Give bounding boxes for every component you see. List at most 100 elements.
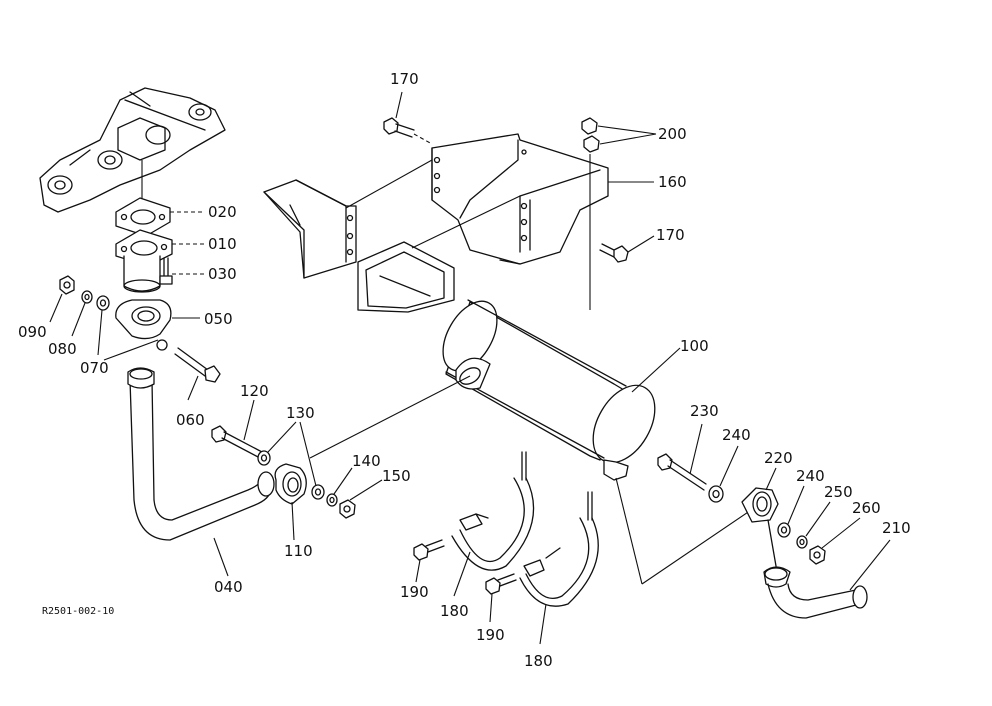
callout-070: 070 (80, 359, 109, 377)
washer-130a-hole (260, 454, 268, 462)
washer-070 (96, 295, 110, 311)
callout-220: 220 (764, 449, 793, 467)
leader-240a (719, 445, 739, 487)
nut-090 (59, 275, 75, 295)
bolt-230 (657, 453, 707, 491)
outlet-elbow-050 (115, 299, 172, 340)
leader-230 (689, 423, 703, 475)
dash-170a (413, 133, 433, 145)
washer-240b (777, 522, 791, 538)
nut-200b (583, 135, 600, 153)
leader-040 (213, 537, 229, 577)
diagram-code: R2501-002-10 (42, 606, 114, 617)
leader-240b (787, 485, 805, 525)
assembly-line-tail (615, 477, 643, 585)
bolt-170a (383, 117, 415, 138)
clamp-220 (741, 487, 779, 523)
callout-090: 090 (18, 323, 47, 341)
leader-080 (71, 302, 86, 337)
leader-140 (333, 467, 353, 495)
bolt-190a (413, 539, 445, 561)
exhaust-manifold (39, 87, 226, 213)
callout-190-a: 190 (400, 583, 429, 601)
nut-200a (581, 117, 598, 135)
leader-180b (539, 603, 547, 645)
washer-130a (257, 450, 271, 466)
leader-120 (243, 399, 255, 441)
bolt-120 (211, 425, 263, 459)
assembly-line-bracket-2 (411, 195, 521, 249)
leader-210 (849, 539, 891, 591)
leader-200a (597, 125, 657, 135)
callout-210: 210 (882, 519, 911, 537)
muffler-100 (442, 299, 656, 481)
bracket-left (263, 179, 357, 279)
clamp-110 (274, 463, 307, 505)
washer-240a (708, 485, 724, 503)
leader-170a (395, 91, 403, 119)
callout-080: 080 (48, 340, 77, 358)
leader-100 (631, 347, 681, 393)
leader-190b (489, 593, 493, 623)
assembly-line-tail-2 (641, 503, 761, 585)
callout-160: 160 (658, 173, 687, 191)
callout-060: 060 (176, 411, 205, 429)
exhaust-pipe-040 (127, 367, 275, 541)
callout-180-b: 180 (524, 652, 553, 670)
callout-190-b: 190 (476, 626, 505, 644)
leader-190a (415, 559, 421, 583)
leader-110 (291, 501, 295, 541)
callout-110: 110 (284, 542, 313, 560)
leader-070 (97, 309, 103, 356)
callout-020: 020 (208, 203, 237, 221)
nut-150 (339, 499, 356, 519)
callout-030: 030 (208, 265, 237, 283)
leader-060 (187, 375, 199, 401)
leader-130b (299, 421, 317, 487)
callout-240-b: 240 (796, 467, 825, 485)
callout-140: 140 (352, 452, 381, 470)
strap-clamp-180a (451, 451, 535, 571)
gasket-020 (115, 197, 171, 237)
callout-150: 150 (382, 467, 411, 485)
leader-260 (821, 517, 861, 549)
flange-010 (115, 229, 173, 293)
callout-260: 260 (852, 499, 881, 517)
bolt-170b (599, 243, 629, 263)
tail-pipe-210 (763, 519, 868, 619)
callout-120: 120 (240, 382, 269, 400)
strap-clamp-180b (519, 491, 599, 607)
bolt-190b (485, 573, 517, 595)
leader-220 (765, 467, 777, 491)
leader-070-b (103, 339, 159, 361)
leader-200b (599, 133, 657, 145)
callout-170-top: 170 (390, 70, 419, 88)
leader-170b (627, 235, 655, 253)
washer-130b-hole (314, 488, 322, 496)
callout-240-a: 240 (722, 426, 751, 444)
lock-washer-140 (326, 493, 338, 507)
nut-260 (809, 545, 826, 565)
leader-090 (49, 293, 63, 323)
stud-030 (159, 257, 173, 285)
callout-170-right: 170 (656, 226, 685, 244)
washer-130b (311, 484, 325, 500)
callout-180-a: 180 (440, 602, 469, 620)
bolt-060 (156, 339, 221, 383)
callout-050: 050 (204, 310, 233, 328)
assembly-line-bracket (345, 159, 433, 209)
leader-250 (805, 501, 831, 537)
callout-100: 100 (680, 337, 709, 355)
assembly-line-muffler (309, 375, 471, 459)
callout-010: 010 (208, 235, 237, 253)
callout-130: 130 (286, 404, 315, 422)
leader-130a (267, 421, 297, 453)
callout-250: 250 (824, 483, 853, 501)
callout-200: 200 (658, 125, 687, 143)
leader-180a (453, 551, 471, 597)
leader-150 (349, 479, 383, 501)
callout-230: 230 (690, 402, 719, 420)
lock-washer-250 (796, 535, 808, 549)
